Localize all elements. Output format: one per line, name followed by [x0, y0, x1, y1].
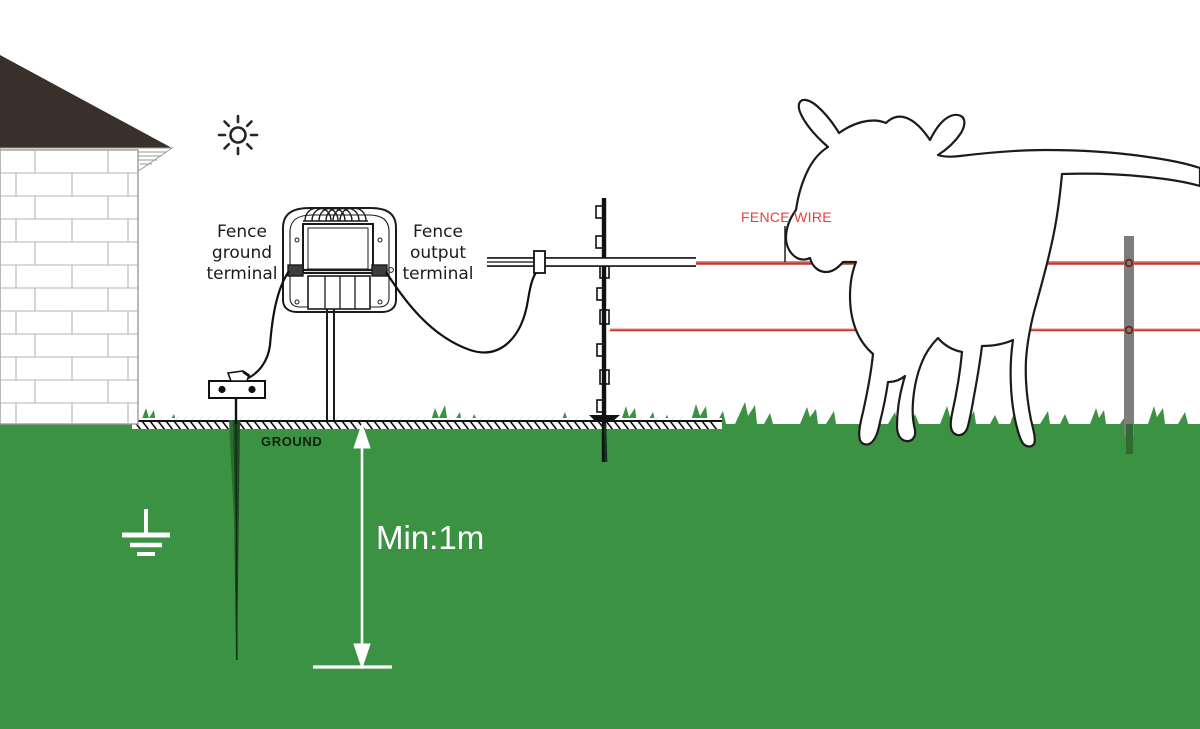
clamp-connector — [226, 370, 250, 382]
gray-post-shaft — [1124, 236, 1134, 436]
energizer-coil — [303, 207, 368, 222]
soil-fill — [0, 424, 1200, 729]
earth-ground-symbol — [122, 509, 170, 556]
dimension-arrowhead-top — [353, 422, 371, 449]
sun-icon — [217, 114, 259, 156]
house-roof — [0, 55, 172, 148]
dimension-arrowhead-bottom — [353, 643, 371, 670]
clamp-bolt-right — [248, 385, 256, 394]
brick-courses — [0, 150, 138, 424]
energizer-body — [302, 223, 374, 274]
output-terminal-bolt — [371, 264, 388, 277]
brick-house — [0, 55, 174, 425]
house-wall — [0, 149, 139, 425]
min-depth-dimension-arrow — [313, 422, 392, 670]
post-insulator-bottom — [1124, 325, 1134, 335]
fence-post-foot — [589, 415, 620, 422]
ground-rod-assembly — [208, 370, 266, 661]
cow-outline — [784, 98, 1200, 448]
soil-surface-hatch — [132, 418, 722, 432]
energizer-housing-inner — [289, 214, 390, 308]
clamp-bolt-left — [218, 385, 226, 394]
min-depth-label: Min:1m — [376, 519, 485, 556]
ground-clamp-plate — [208, 380, 266, 399]
ground-label: GROUND — [261, 434, 323, 449]
insulator-block — [533, 250, 546, 274]
gray-fence-post — [1124, 236, 1134, 454]
ground-terminal-bolt — [287, 264, 304, 277]
fence-ground-terminal-label: Fence ground terminal — [206, 222, 278, 284]
eave-lines — [134, 151, 166, 165]
post-insulator-top — [1124, 258, 1134, 268]
fence-energizer — [282, 207, 397, 420]
ground-layer — [0, 402, 1200, 729]
energizer-base — [307, 275, 371, 310]
fence-wire-label: FENCE WIRE — [741, 209, 832, 225]
fence-output-terminal-label: Fence output terminal — [402, 222, 474, 284]
wire-connector-insulator — [487, 250, 696, 274]
fence-output-wire — [385, 267, 541, 354]
ground-wire — [245, 270, 290, 381]
